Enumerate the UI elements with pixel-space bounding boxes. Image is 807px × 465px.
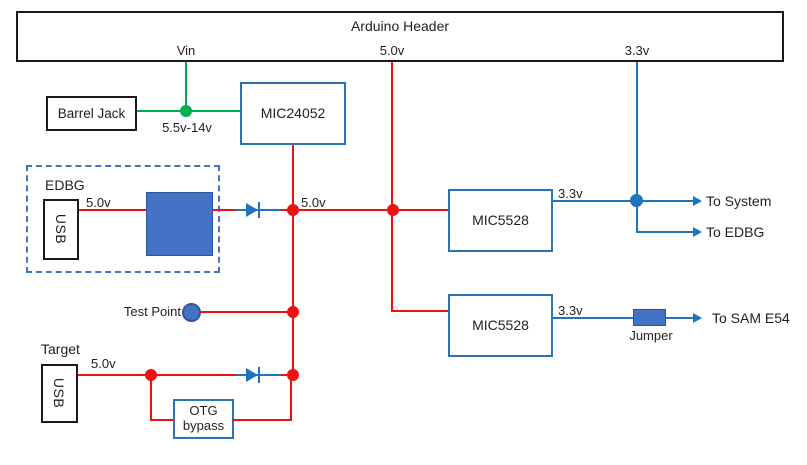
jumper-block (633, 309, 666, 326)
otg-bypass-wire-right (232, 419, 292, 421)
header-5v-rail (391, 62, 393, 311)
to-sam-e54-label: To SAM E54 (712, 310, 790, 326)
five-volt-bus-wire (281, 209, 448, 211)
arduino-header-box (16, 11, 784, 62)
mic5528-top-label: MIC5528 (472, 212, 529, 229)
otg-bypass-wire-left (150, 419, 175, 421)
jumper-label: Jumper (629, 328, 673, 343)
regulator-output-rail (292, 145, 294, 376)
barrel-jack-block: Barrel Jack (46, 96, 137, 131)
top-diode-cathode-bar-icon (258, 202, 260, 218)
barrel-range-label: 5.5v-14v (162, 120, 212, 135)
header-3v3-rail (636, 62, 638, 233)
bus-junction-dot-right (387, 204, 399, 216)
ldo-bottom-3v3-label: 3.3v (558, 303, 583, 318)
to-system-label: To System (706, 193, 772, 209)
to-edbg-wire (636, 231, 694, 233)
vin-junction-dot (180, 105, 192, 117)
test-point-label: Test Point (123, 304, 181, 319)
otg-bypass-block: OTG bypass (173, 399, 234, 439)
edbg-hub-block (146, 192, 213, 256)
target-usb-wire (78, 374, 236, 376)
edbg-usb-block: USB (43, 199, 79, 260)
target-usb-label: USB (51, 378, 68, 409)
to-sam-arrow-icon (693, 313, 702, 323)
target-usb-block: USB (41, 364, 78, 423)
target-group-label: Target (41, 341, 80, 357)
bus-junction-dot-left (287, 204, 299, 216)
edbg-usb-label: USB (53, 214, 70, 245)
otg-bypass-wire-down (150, 374, 152, 421)
otg-bypass-label-line2: bypass (182, 418, 225, 433)
bus-5v-label: 5.0v (301, 195, 326, 210)
ldo-top-output-wire (553, 200, 694, 202)
vin-wire-vertical (185, 62, 187, 112)
bottom-bus-junction-dot (287, 369, 299, 381)
top-diode-icon (246, 203, 258, 217)
bottom-diode-icon (246, 368, 258, 382)
3v3-junction-dot (630, 194, 643, 207)
hub-to-diode-wire (213, 209, 237, 211)
otg-bypass-wire-up (290, 375, 292, 421)
edbg-group-outline (26, 165, 220, 273)
edbg-usb-wire (79, 209, 146, 211)
barrel-jack-label: Barrel Jack (57, 105, 126, 121)
bottom-diode-cathode-bar-icon (258, 367, 260, 383)
mic5528-top-block: MIC5528 (448, 189, 553, 252)
to-system-arrow-icon (693, 196, 702, 206)
test-point-wire (199, 311, 293, 313)
ldo-bottom-output-wire (553, 317, 694, 319)
edbg-5v-label: 5.0v (86, 195, 111, 210)
to-edbg-label: To EDBG (706, 224, 765, 240)
to-edbg-arrow-icon (693, 227, 702, 237)
header-pin-vin: Vin (176, 43, 196, 58)
arduino-header-title: Arduino Header (350, 18, 450, 34)
rail-to-ldo-bottom-wire (391, 310, 448, 312)
header-pin-5v: 5.0v (379, 43, 405, 58)
mic24052-label: MIC24052 (260, 105, 326, 122)
header-pin-3v3: 3.3v (624, 43, 650, 58)
otg-bypass-label-line1: OTG (189, 403, 218, 419)
target-5v-label: 5.0v (91, 356, 116, 371)
mic5528-bottom-block: MIC5528 (448, 294, 553, 357)
edbg-group-label: EDBG (45, 177, 85, 193)
test-point-junction-dot (287, 306, 299, 318)
ldo-top-3v3-label: 3.3v (558, 186, 583, 201)
mic5528-bottom-label: MIC5528 (472, 317, 529, 334)
mic24052-block: MIC24052 (240, 82, 346, 145)
